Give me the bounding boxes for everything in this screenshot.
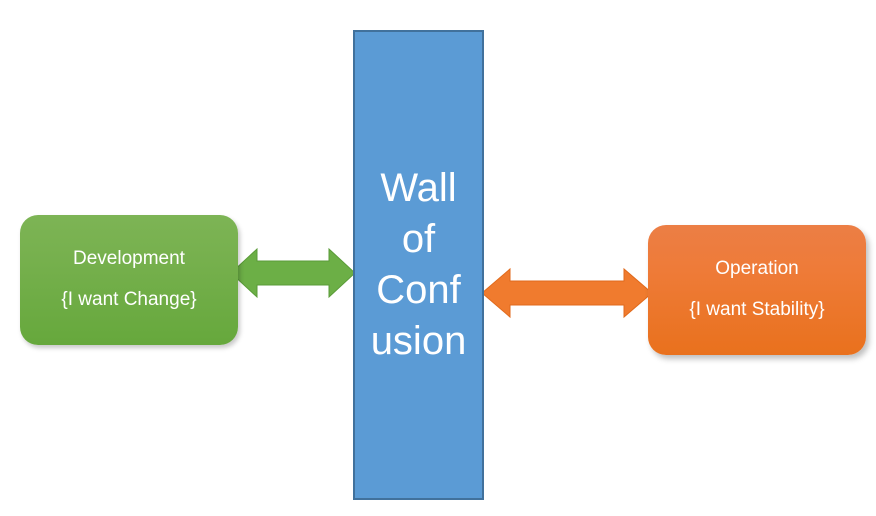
- double-arrow-icon: [482, 267, 652, 319]
- double-arrow-icon: [231, 247, 355, 299]
- wall-to-operation-arrow[interactable]: [482, 267, 652, 319]
- development-node[interactable]: Development {I want Change}: [20, 215, 238, 345]
- development-title: Development: [73, 248, 185, 270]
- operation-node[interactable]: Operation {I want Stability}: [648, 225, 866, 355]
- wall-of-confusion[interactable]: Wall of Conf usion: [353, 30, 484, 500]
- operation-subtitle: {I want Stability}: [689, 299, 825, 320]
- operation-title: Operation: [715, 258, 799, 280]
- development-subtitle: {I want Change}: [61, 289, 197, 310]
- development-to-wall-arrow[interactable]: [231, 247, 355, 299]
- wall-label: Wall of Conf usion: [370, 165, 467, 364]
